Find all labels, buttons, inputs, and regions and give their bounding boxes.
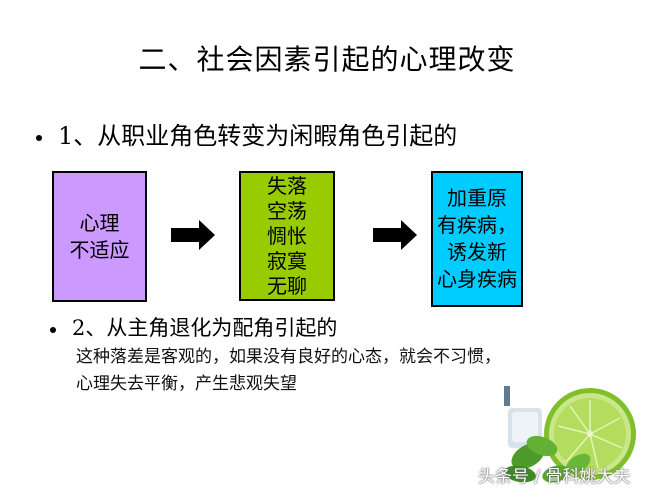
right-arrow-icon <box>373 220 417 250</box>
watermark-text: 头条号 / 骨科姚大夫 <box>478 467 631 487</box>
flow-box-emotions: 失落 空荡 惆怅 寂寞 无聊 <box>239 171 335 301</box>
lime-mint-image <box>498 386 654 490</box>
section-2-label: 2、从主角退化为配角引起的 <box>72 316 338 340</box>
flow-box-maladjustment: 心理 不适应 <box>52 171 147 302</box>
bullet-icon <box>50 326 56 333</box>
right-arrow-icon <box>171 220 215 250</box>
section-1-label: 1、从职业角色转变为闲暇角色引起的 <box>58 122 458 150</box>
flow-box-disease: 加重原 有疾病， 诱发新 心身疾病 <box>431 171 523 307</box>
description-line: 这种落差是客观的，如果没有良好的心态，就会不习惯， <box>76 347 501 367</box>
bullet-icon <box>36 134 42 141</box>
flow-box-text: 加重原 有疾病， 诱发新 心身疾病 <box>437 186 517 291</box>
slide-title: 二、社会因素引起的心理改变 <box>138 43 516 76</box>
section-1-heading: 1、从职业角色转变为闲暇角色引起的 <box>36 116 457 151</box>
section-2-description: 这种落差是客观的，如果没有良好的心态，就会不习惯， 心理失去平衡，产生悲观失望 <box>76 344 501 398</box>
section-2-heading: 2、从主角退化为配角引起的 <box>50 312 337 342</box>
flow-box-text: 失落 空荡 惆怅 寂寞 无聊 <box>267 173 307 298</box>
flow-box-text: 心理 不适应 <box>69 210 130 262</box>
description-line: 心理失去平衡，产生悲观失望 <box>76 374 297 394</box>
